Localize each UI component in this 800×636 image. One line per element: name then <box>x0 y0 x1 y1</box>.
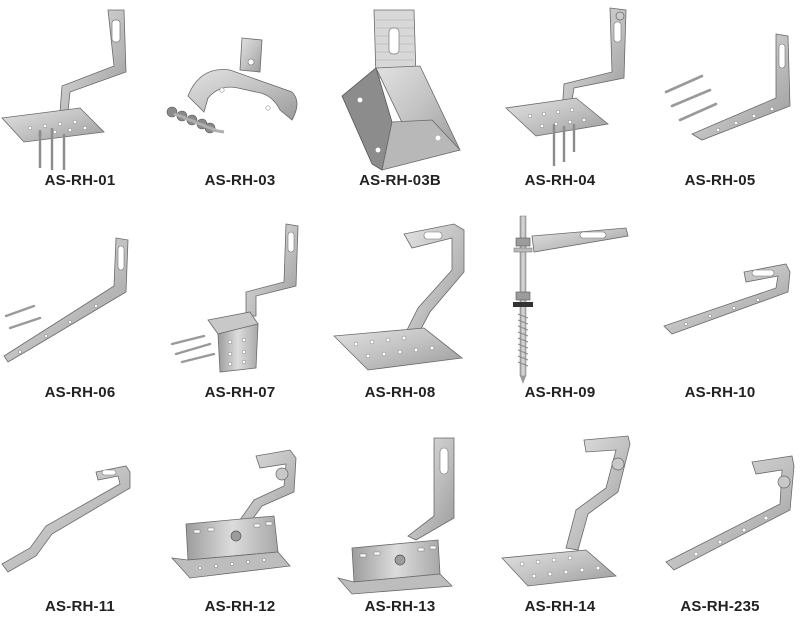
roof-hook-image-rh-09 <box>513 215 629 384</box>
product-card-rh-01[interactable]: AS-RH-01 <box>0 0 160 210</box>
roof-hook-image-rh-11 <box>1 465 131 573</box>
product-card-rh-10[interactable]: AS-RH-10 <box>640 212 800 422</box>
product-code: AS-RH-09 <box>524 384 596 401</box>
roof-hook-image-rh-03 <box>166 37 298 134</box>
roof-hook-image-rh-10 <box>663 263 791 335</box>
roof-hook-image-rh-01 <box>1 9 127 170</box>
product-card-rh-11[interactable]: AS-RH-11 <box>0 426 160 636</box>
product-code: AS-RH-05 <box>684 172 756 189</box>
product-code: AS-RH-14 <box>524 598 596 615</box>
roof-hook-image-rh-12 <box>170 449 297 579</box>
product-card-rh-12[interactable]: AS-RH-12 <box>160 426 320 636</box>
product-code: AS-RH-03B <box>359 172 441 189</box>
product-code: AS-RH-07 <box>204 384 276 401</box>
roof-hook-image-rh-03b <box>341 9 461 171</box>
product-card-rh-14[interactable]: AS-RH-14 <box>480 426 640 636</box>
product-card-rh-09[interactable]: AS-RH-09 <box>480 212 640 422</box>
product-code: AS-RH-11 <box>45 598 115 615</box>
product-card-rh-13[interactable]: AS-RH-13 <box>320 426 480 636</box>
product-code: AS-RH-06 <box>44 384 116 401</box>
roof-hook-image-rh-14 <box>501 435 631 587</box>
product-code: AS-RH-03 <box>204 172 276 189</box>
product-code: AS-RH-01 <box>44 172 116 189</box>
product-card-rh-03[interactable]: AS-RH-03 <box>160 0 320 210</box>
roof-hook-image-rh-06 <box>3 237 129 363</box>
product-card-rh-05[interactable]: AS-RH-05 <box>640 0 800 210</box>
roof-hook-image-rh-05 <box>664 33 791 141</box>
product-code: AS-RH-13 <box>364 598 436 615</box>
product-code: AS-RH-235 <box>680 598 760 615</box>
product-card-rh-07[interactable]: AS-RH-07 <box>160 212 320 422</box>
product-card-rh-03b[interactable]: AS-RH-03B <box>320 0 480 210</box>
roof-hook-image-rh-04 <box>505 7 627 166</box>
product-card-rh-04[interactable]: AS-RH-04 <box>480 0 640 210</box>
product-card-rh-06[interactable]: AS-RH-06 <box>0 212 160 422</box>
product-code: AS-RH-10 <box>684 384 756 401</box>
roof-hook-image-rh-08 <box>333 223 465 371</box>
product-code: AS-RH-12 <box>204 598 276 615</box>
roof-hook-image-rh-07 <box>170 223 299 373</box>
roof-hook-image-rh-235 <box>665 455 795 571</box>
product-code: AS-RH-08 <box>364 384 436 401</box>
product-card-rh-08[interactable]: AS-RH-08 <box>320 212 480 422</box>
product-card-rh-235[interactable]: AS-RH-235 <box>640 426 800 636</box>
product-code: AS-RH-04 <box>524 172 596 189</box>
roof-hook-image-rh-13 <box>336 437 455 595</box>
